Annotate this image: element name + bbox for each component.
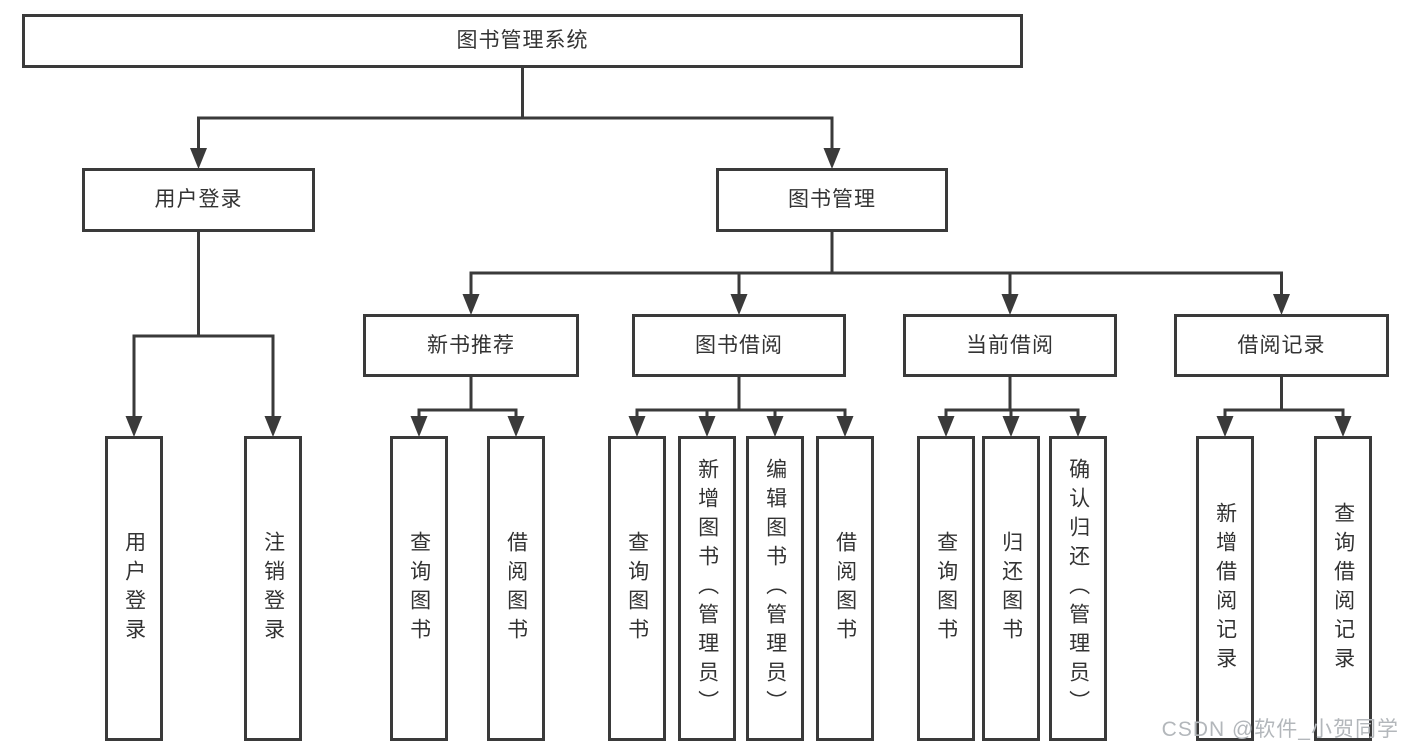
node-leaf-bb-add-books-admin: 新增图书（管理员） [678,436,736,741]
node-label-user-login: 用户登录 [154,188,243,212]
node-book-borrowing: 图书借阅 [632,314,846,377]
node-label-borrowing-records: 借阅记录 [1237,333,1326,357]
arrowhead-icon [628,416,646,437]
node-leaf-cb-confirm-return-admin: 确认归还（管理员） [1049,436,1107,741]
arrowhead-icon [1334,416,1352,437]
node-leaf-logout: 注销登录 [244,436,302,741]
arrowhead-icon [1273,294,1290,315]
arrowhead-icon [264,416,282,437]
node-root: 图书管理系统 [22,14,1023,68]
node-leaf-user-login: 用户登录 [105,436,163,741]
node-label-root: 图书管理系统 [456,29,589,53]
node-label-book-management: 图书管理 [788,188,876,212]
arrowhead-icon [190,148,207,169]
node-label-leaf-br-query-record: 查询借阅记录 [1331,501,1355,676]
node-label-leaf-bb-add-books-admin: 新增图书（管理员） [695,458,719,719]
arrowhead-icon [1001,294,1019,315]
arrowhead-icon [125,416,143,437]
node-label-new-book-recommend: 新书推荐 [427,333,515,357]
node-label-leaf-cb-confirm-return-admin: 确认归还（管理员） [1066,458,1090,719]
node-label-leaf-bb-edit-books-admin: 编辑图书（管理员） [763,458,787,719]
arrowhead-icon [937,416,955,437]
node-label-leaf-cb-return-books: 归还图书 [999,530,1023,647]
node-leaf-br-add-record: 新增借阅记录 [1196,436,1254,741]
node-leaf-bb-query-books: 查询图书 [608,436,666,741]
arrowhead-icon [410,416,428,437]
node-leaf-bb-edit-books-admin: 编辑图书（管理员） [746,436,804,741]
node-label-leaf-bb-query-books: 查询图书 [625,530,649,647]
node-leaf-br-query-record: 查询借阅记录 [1314,436,1372,741]
arrowhead-icon [766,416,784,437]
node-label-leaf-br-add-record: 新增借阅记录 [1213,501,1237,676]
node-leaf-nb-query-books: 查询图书 [390,436,448,741]
node-label-leaf-nb-borrow-books: 借阅图书 [504,530,528,647]
arrowhead-icon [507,416,525,437]
node-leaf-nb-borrow-books: 借阅图书 [487,436,545,741]
node-label-leaf-logout: 注销登录 [261,530,285,647]
node-label-leaf-nb-query-books: 查询图书 [407,530,431,647]
arrowhead-icon [823,148,841,169]
arrowhead-icon [1069,416,1087,437]
node-leaf-cb-query-books: 查询图书 [917,436,975,741]
node-user-login: 用户登录 [82,168,315,232]
arrowhead-icon [836,416,854,437]
node-label-leaf-bb-borrow-books: 借阅图书 [833,530,857,647]
node-label-current-borrowing: 当前借阅 [966,333,1054,357]
node-label-leaf-user-login: 用户登录 [122,530,146,647]
arrowhead-icon [462,294,480,315]
node-borrowing-records: 借阅记录 [1174,314,1389,377]
node-leaf-bb-borrow-books: 借阅图书 [816,436,874,741]
node-new-book-recommend: 新书推荐 [363,314,579,377]
node-current-borrowing: 当前借阅 [903,314,1117,377]
node-book-management: 图书管理 [716,168,948,232]
arrowhead-icon [730,294,748,315]
arrowhead-icon [1216,416,1234,437]
node-label-book-borrowing: 图书借阅 [695,333,783,357]
node-label-leaf-cb-query-books: 查询图书 [934,530,958,647]
arrowhead-icon [698,416,716,437]
arrowhead-icon [1002,416,1020,437]
node-leaf-cb-return-books: 归还图书 [982,436,1040,741]
